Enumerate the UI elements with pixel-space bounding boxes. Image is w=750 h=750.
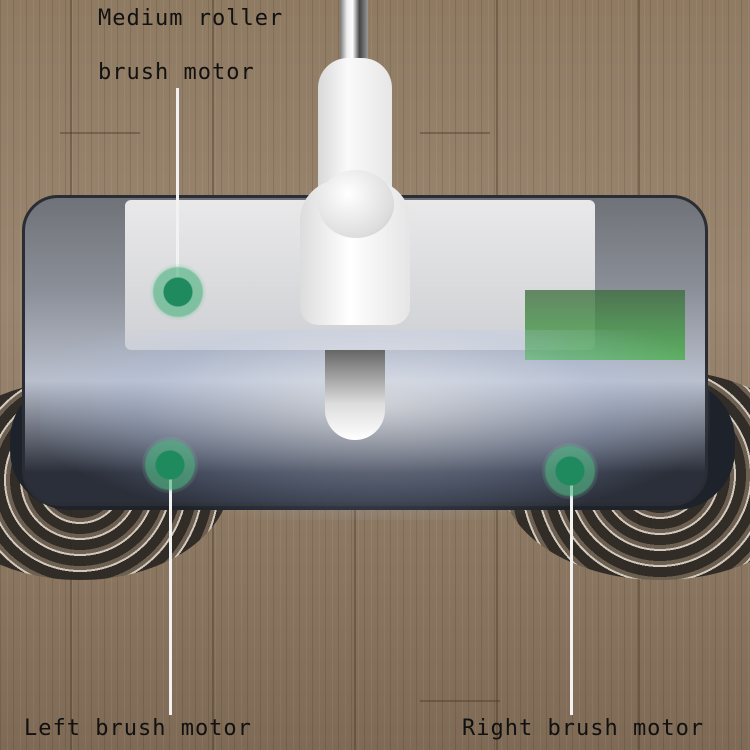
label-medium-roller-line2: brush motor: [98, 60, 255, 85]
leader-line-left-brush: [169, 470, 172, 715]
plank-seam: [420, 700, 500, 702]
marker-right-brush-motor: [542, 443, 598, 499]
leader-line-medium-roller: [176, 88, 179, 288]
plank-seam: [420, 132, 490, 134]
label-medium-roller-line1: Medium roller: [98, 6, 284, 31]
marker-medium-roller-brush-motor: [150, 264, 206, 320]
leader-line-right-brush: [570, 475, 573, 715]
label-right-brush-motor: Right brush motor: [462, 716, 705, 741]
swivel-joint: [318, 170, 394, 238]
plank-seam: [60, 132, 140, 134]
marker-left-brush-motor: [142, 437, 198, 493]
label-left-brush-motor: Left brush motor: [24, 716, 252, 741]
center-nozzle: [325, 350, 385, 440]
